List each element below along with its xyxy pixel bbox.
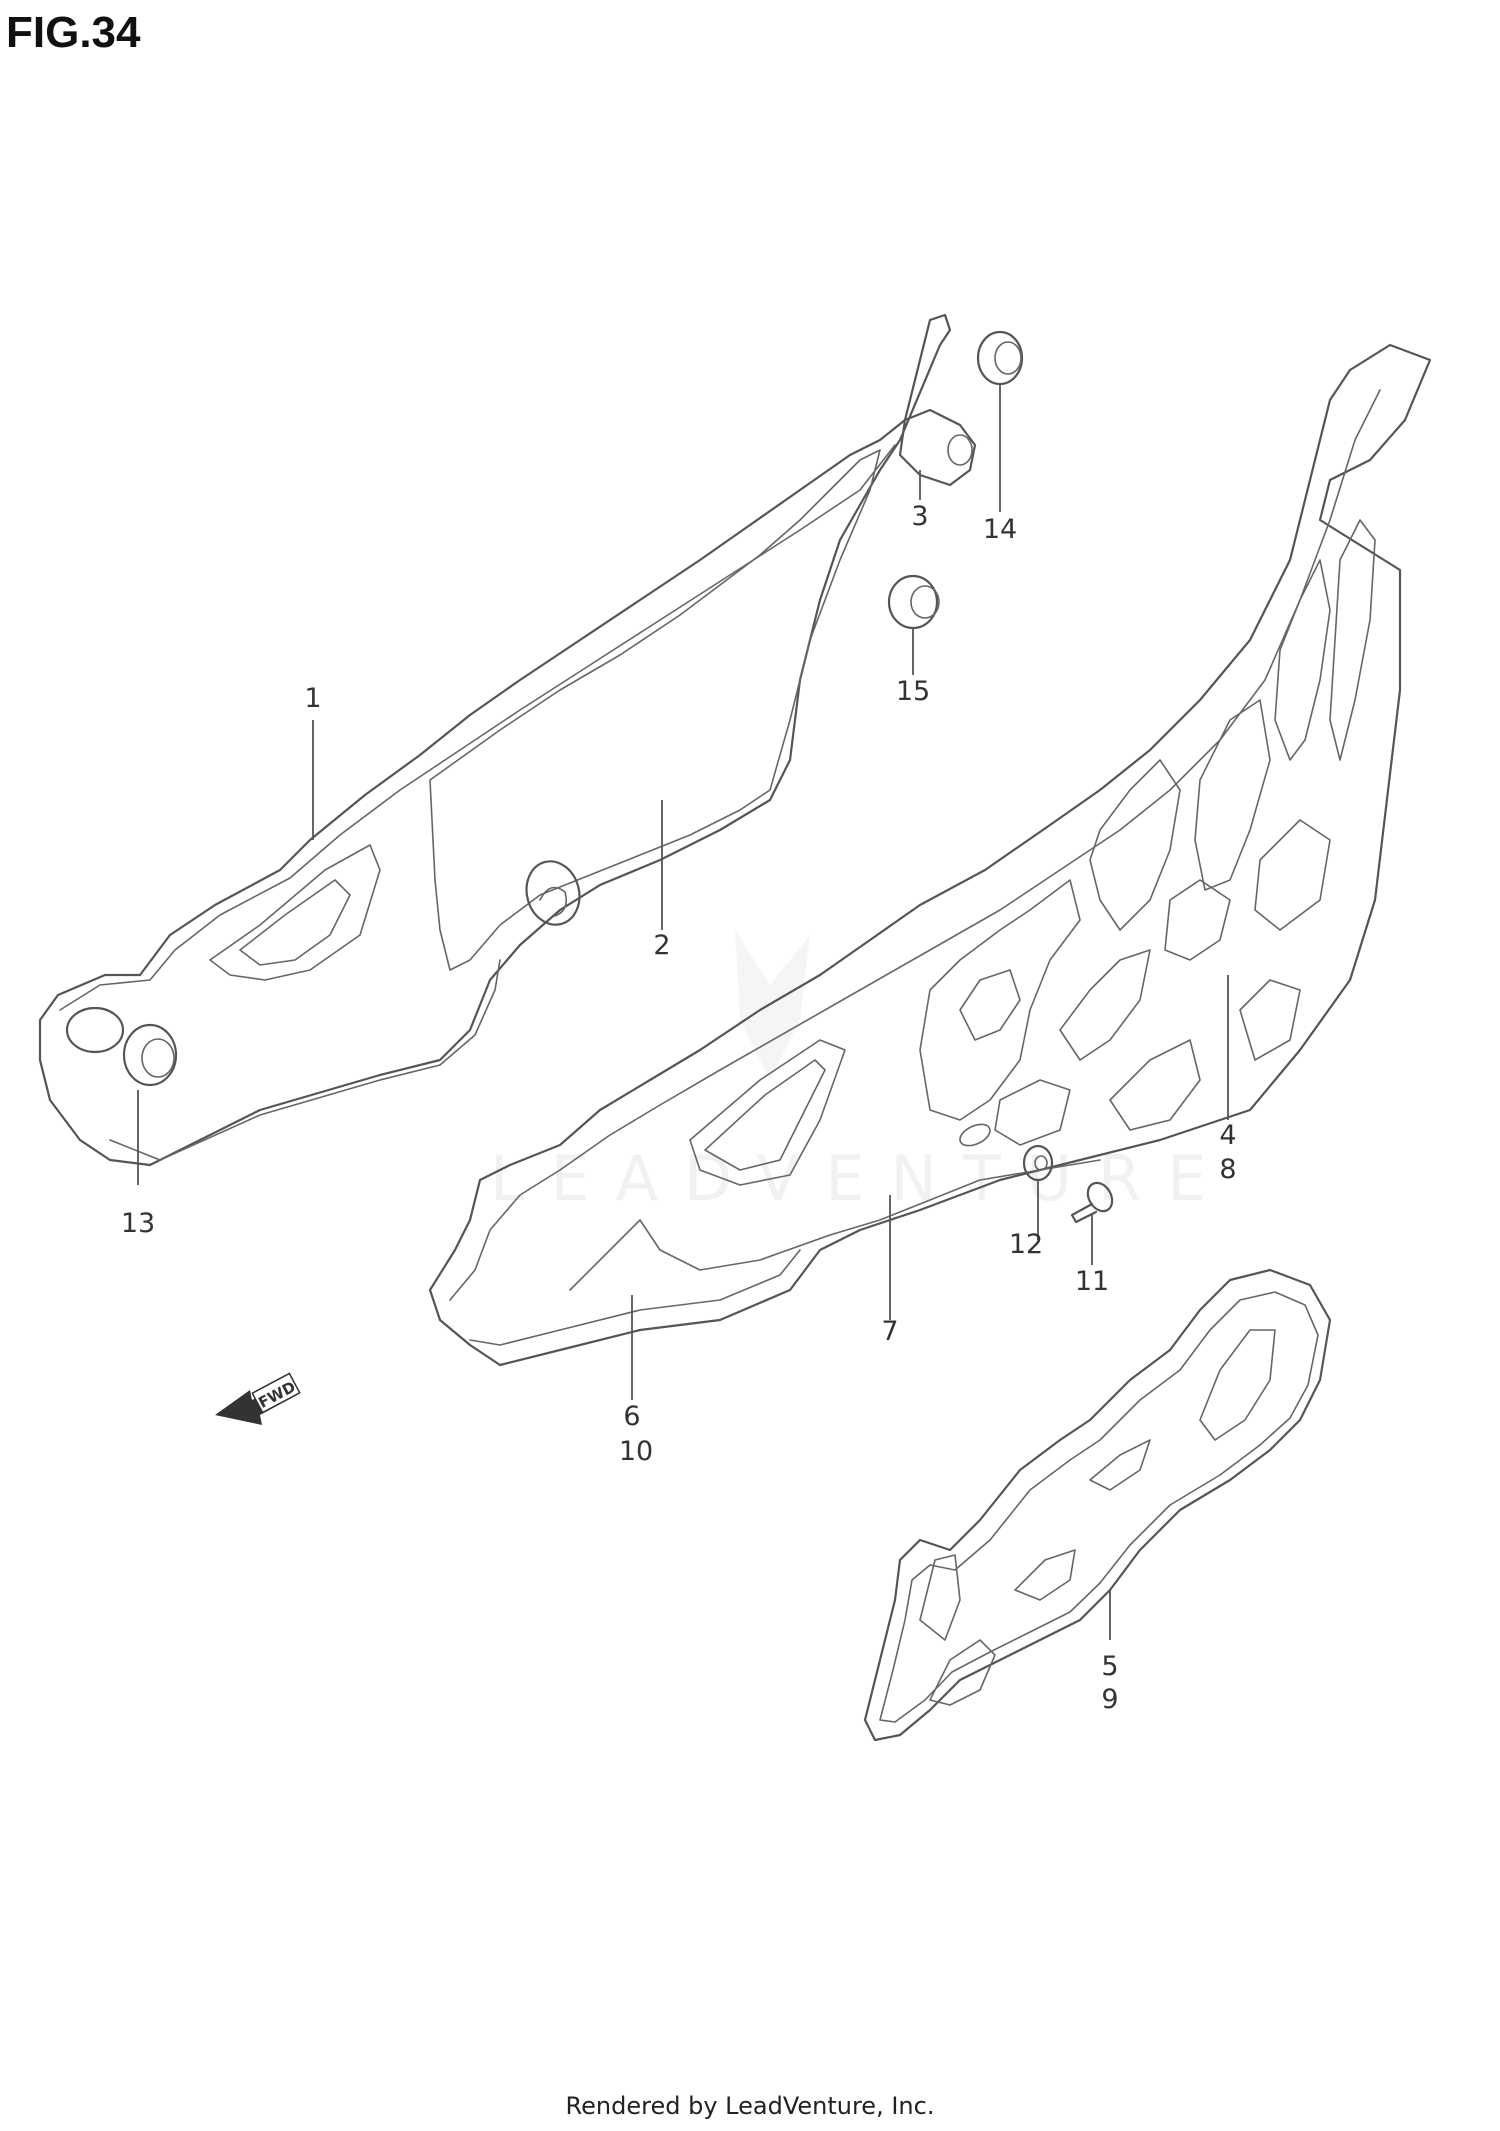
callout-13: 13 xyxy=(121,1208,155,1239)
frame-cover-right xyxy=(428,343,1432,1367)
figure-title: FIG.34 xyxy=(6,8,141,57)
callout-7: 7 xyxy=(881,1316,898,1347)
callout-3: 3 xyxy=(911,501,928,532)
fwd-arrow: FWD xyxy=(215,1372,301,1425)
callout-5: 5 xyxy=(1101,1651,1118,1682)
watermark: LEADVENTURE xyxy=(490,930,1232,1215)
callout-10: 10 xyxy=(619,1436,653,1467)
callout-1: 1 xyxy=(304,683,321,714)
callout-12: 12 xyxy=(1009,1229,1043,1260)
watermark-text: LEADVENTURE xyxy=(490,1142,1232,1215)
part-13-grommet xyxy=(122,1023,178,1087)
callout-14: 14 xyxy=(983,514,1017,545)
callout-6: 6 xyxy=(623,1401,640,1432)
frame-cover-left xyxy=(38,313,952,1167)
part-3-bracket xyxy=(898,408,977,487)
footer-credit: Rendered by LeadVenture, Inc. xyxy=(565,2092,935,2120)
callout-11: 11 xyxy=(1075,1266,1109,1297)
leader-lines xyxy=(137,385,1229,1640)
callout-15: 15 xyxy=(896,676,930,707)
part-15-grommet xyxy=(887,574,940,630)
part-14-grommet xyxy=(976,330,1024,386)
callout-labels: 1 2 3 4 5 6 7 8 9 10 11 12 13 14 15 xyxy=(121,501,1237,1715)
callout-8: 8 xyxy=(1219,1154,1236,1185)
callout-2: 2 xyxy=(653,930,670,961)
callout-9: 9 xyxy=(1101,1684,1118,1715)
callout-4: 4 xyxy=(1219,1120,1236,1151)
part-5-emblem xyxy=(863,1268,1332,1742)
part-11-screw xyxy=(1070,1181,1114,1224)
